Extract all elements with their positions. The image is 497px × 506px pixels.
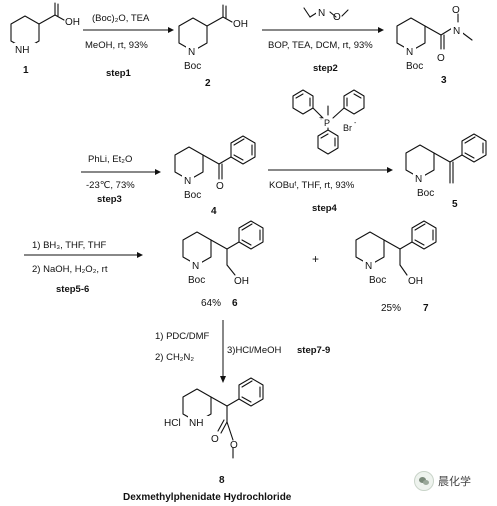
atom-oh: OH xyxy=(408,276,423,287)
yield-compound-6: 64% xyxy=(201,298,221,309)
atom-n: N xyxy=(318,8,325,19)
watermark: 晨化学 xyxy=(414,470,494,492)
boc-group: Boc xyxy=(369,275,386,286)
hcl-salt: HCl xyxy=(164,418,181,429)
step4-reagent-bottom: KOBuᵗ, THF, rt, 93% xyxy=(269,180,355,191)
step5-6-reagent-top: 1) BH₃, THF, THF xyxy=(32,240,106,251)
compound-4-structure: N Boc O xyxy=(174,135,256,201)
atom-oh: OH xyxy=(233,19,248,30)
compound-label-4: 4 xyxy=(211,206,217,217)
atom-o: O xyxy=(452,5,460,16)
negative-charge: - xyxy=(354,120,357,127)
yield-compound-7: 25% xyxy=(381,303,401,314)
atom-n: N xyxy=(406,47,413,58)
boc-group: Boc xyxy=(417,188,434,199)
step3-reagent-top: PhLi, Et₂O xyxy=(88,154,132,165)
step7-9-reagent-middle: 2) CH₂N₂ xyxy=(155,352,194,363)
compound-6-structure: N Boc OH xyxy=(182,220,264,287)
final-product-name: Dexmethylphenidate Hydrochloride xyxy=(123,492,292,503)
atom-n: N xyxy=(365,261,372,272)
atom-p: P xyxy=(324,118,330,128)
step1-label: step1 xyxy=(106,68,132,79)
atom-oh: OH xyxy=(234,276,249,287)
atom-o: O xyxy=(230,440,238,451)
atom-n: N xyxy=(453,26,460,37)
atom-br: Br xyxy=(343,123,352,133)
atom-oh: OH xyxy=(65,17,80,28)
compound-8-structure: NH HCl O O xyxy=(164,377,264,459)
step7-9-reagent-side: 3)HCl/MeOH xyxy=(227,345,282,356)
compound-label-3: 3 xyxy=(441,75,447,86)
atom-n: N xyxy=(192,261,199,272)
atom-o: O xyxy=(333,12,341,23)
arrowhead-step4 xyxy=(387,167,393,173)
atom-o: O xyxy=(211,434,219,445)
step7-9-label: step7-9 xyxy=(297,345,330,356)
atom-n: N xyxy=(184,176,191,187)
step5-6-reagent-bottom: 2) NaOH, H₂O₂, rt xyxy=(32,264,108,275)
arrowhead-step5-6 xyxy=(137,252,143,258)
step4-label: step4 xyxy=(312,203,338,214)
step5-6-label: step5-6 xyxy=(56,284,89,295)
boc-group: Boc xyxy=(184,61,201,72)
wechat-icon xyxy=(414,471,434,491)
weinreb-amine-reagent: N O xyxy=(303,6,349,23)
step1-reagent-bottom: MeOH, rt, 93% xyxy=(85,40,148,51)
compound-2-structure: OH N Boc xyxy=(178,4,248,72)
atom-o: O xyxy=(216,181,224,192)
step1-reagent-top: (Boc)₂O, TEA xyxy=(92,13,150,24)
arrowhead-step2 xyxy=(378,27,384,33)
compound-1-structure: OH NH xyxy=(10,2,80,56)
wittig-reagent-structure: P + Br - xyxy=(292,89,365,155)
boc-group: Boc xyxy=(184,190,201,201)
compound-label-5: 5 xyxy=(452,199,458,210)
step2-reagent-bottom: BOP, TEA, DCM, rt, 93% xyxy=(268,40,373,51)
step3-label: step3 xyxy=(97,194,122,205)
boc-group: Boc xyxy=(188,275,205,286)
compound-label-2: 2 xyxy=(205,78,211,89)
compound-3-structure: N O O N Boc xyxy=(396,5,473,72)
atom-nh: NH xyxy=(15,45,29,56)
step7-9-reagent-top: 1) PDC/DMF xyxy=(155,331,210,342)
arrowhead-step3 xyxy=(155,169,161,175)
compound-label-8: 8 xyxy=(219,475,225,486)
atom-n: N xyxy=(188,47,195,58)
plus-sign: + xyxy=(312,252,319,266)
arrowhead-step1 xyxy=(168,27,174,33)
compound-7-structure: N Boc OH xyxy=(355,220,437,287)
compound-label-7: 7 xyxy=(423,303,429,314)
compound-5-structure: N Boc xyxy=(405,133,487,199)
step3-reagent-bottom: -23℃, 73% xyxy=(86,180,135,191)
atom-n: N xyxy=(415,174,422,185)
compound-label-6: 6 xyxy=(232,298,238,309)
positive-charge: + xyxy=(319,115,323,122)
compound-label-1: 1 xyxy=(23,65,29,76)
boc-group: Boc xyxy=(406,61,423,72)
atom-o: O xyxy=(437,53,445,64)
atom-nh: NH xyxy=(189,418,203,429)
arrowhead-step7-9 xyxy=(220,376,226,383)
step2-label: step2 xyxy=(313,63,338,74)
watermark-text: 晨化学 xyxy=(438,475,471,488)
